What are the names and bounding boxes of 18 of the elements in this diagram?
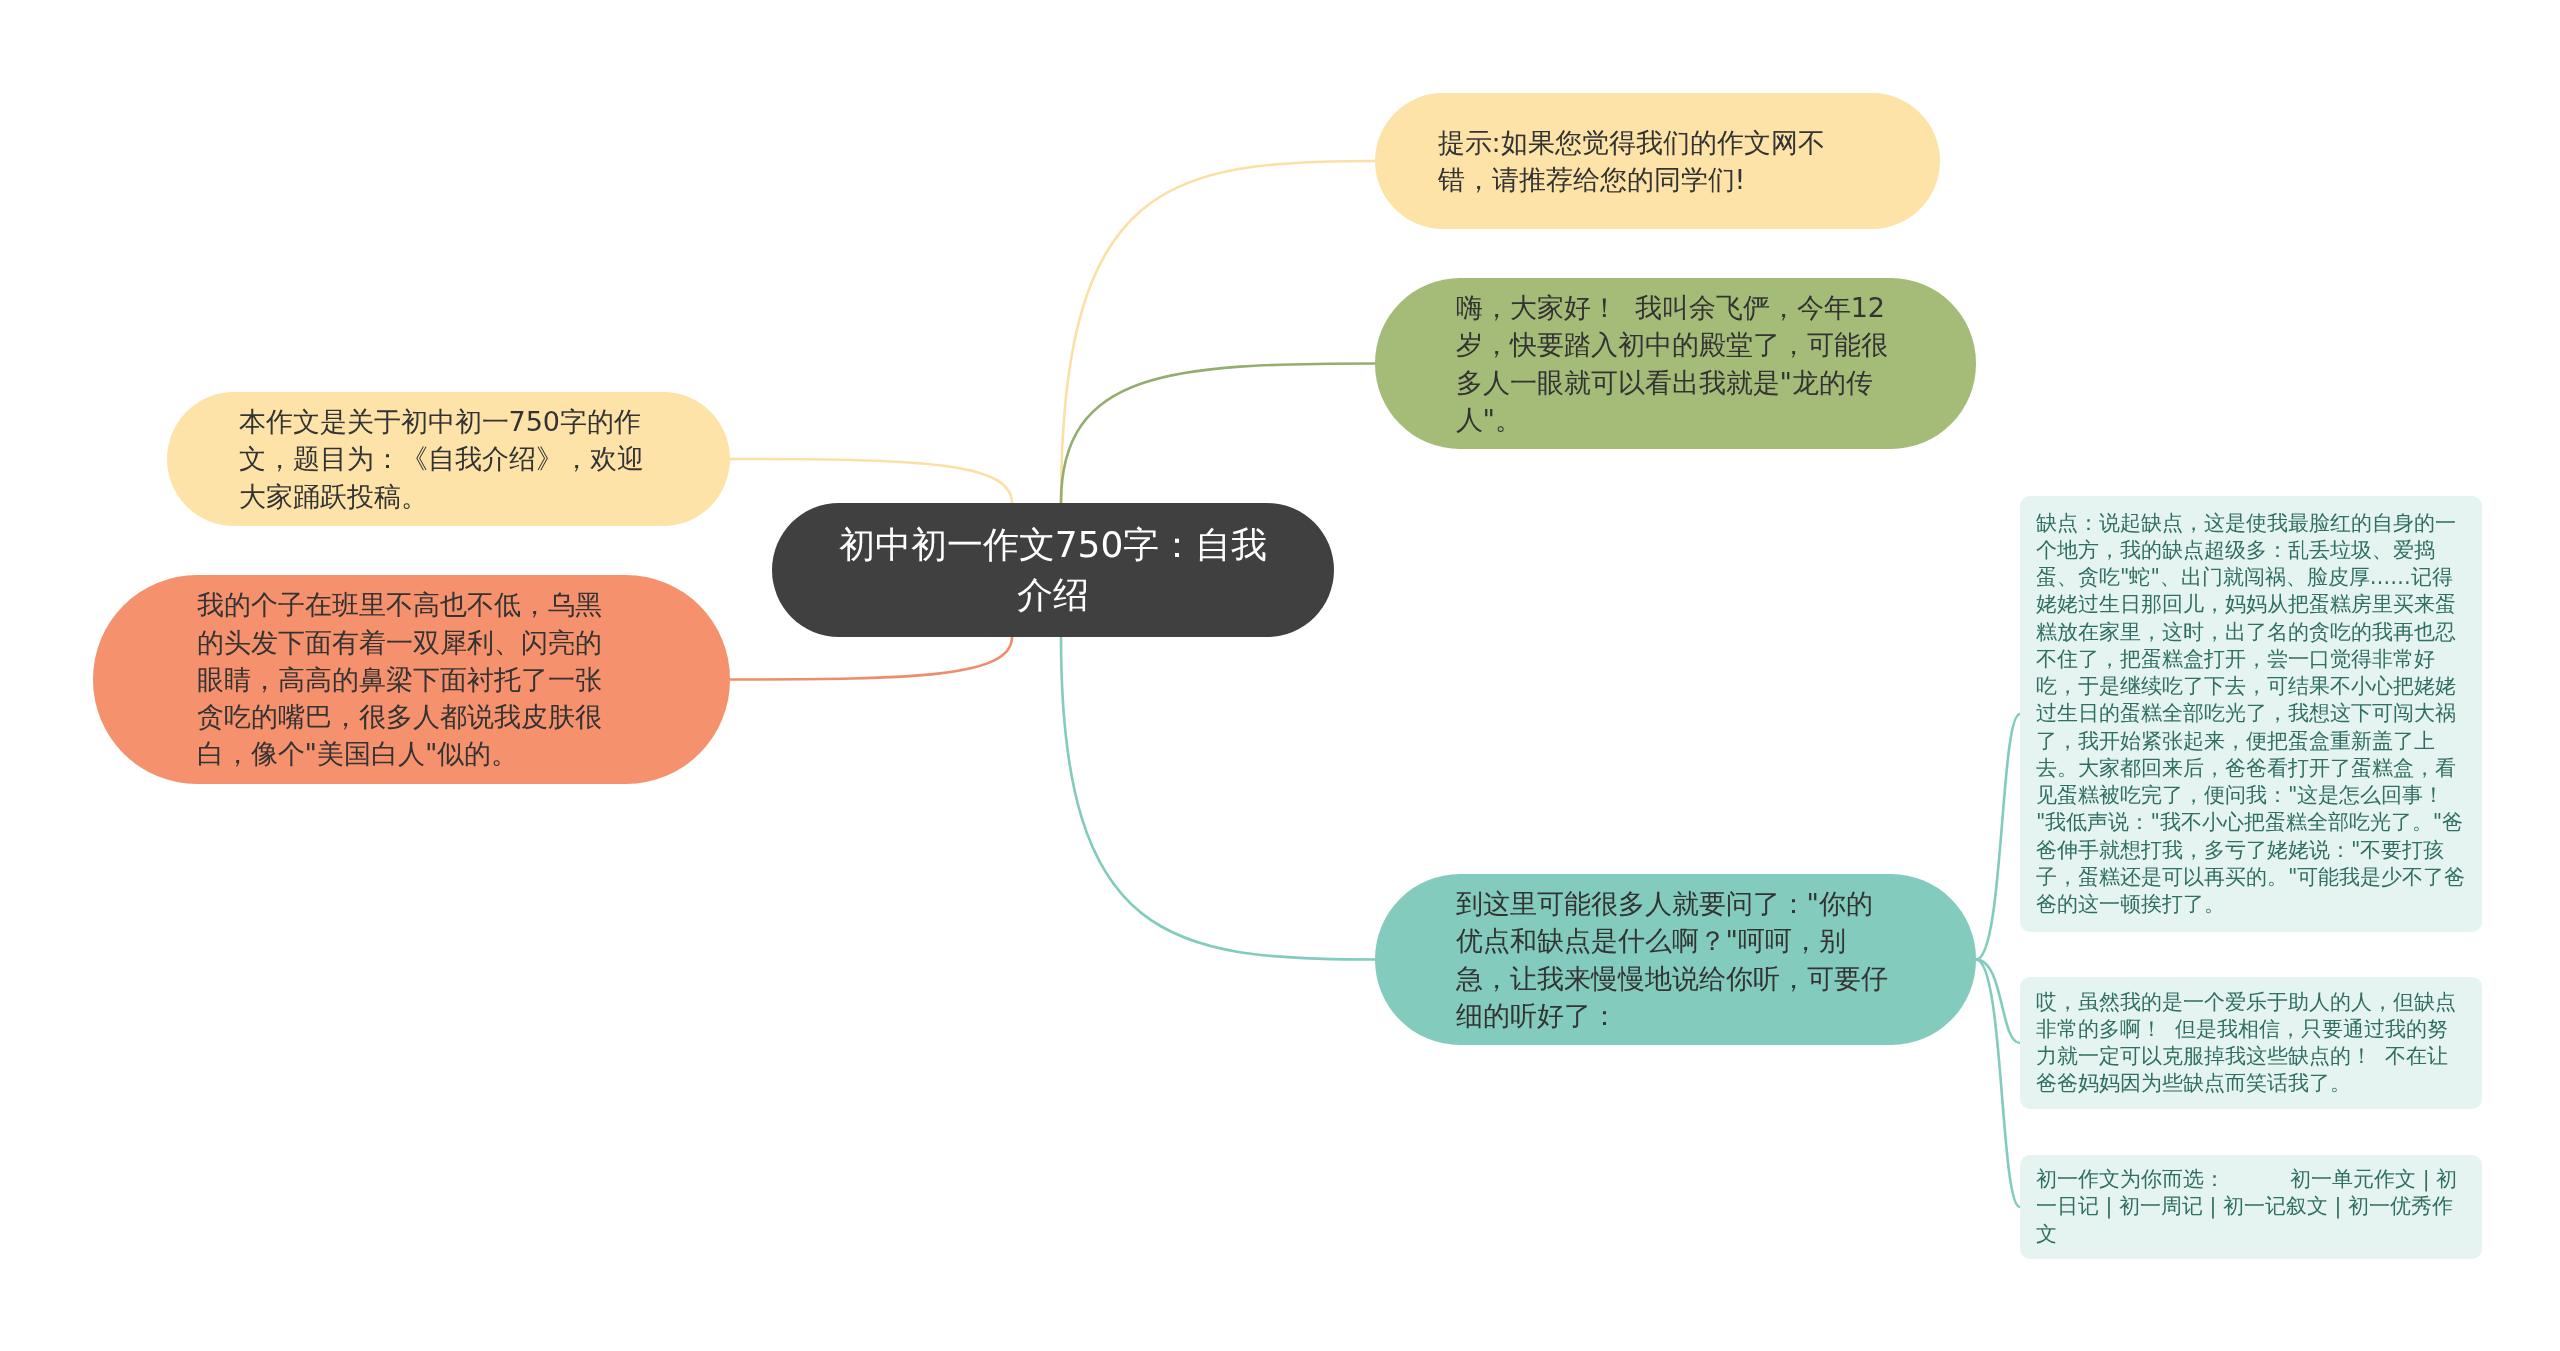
connector-line (1975, 958, 2021, 1208)
connector-line (1059, 362, 1375, 504)
topic-text: 嗨，大家好！ 我叫余飞俨，今年12岁，快要踏入初中的殿堂了，可能很多人一眼就可以看出我就是"龙的传人"。 (1455, 291, 1889, 437)
topic-text: 初一作文为你而选： 初一单元作文 | 初一日记 | 初一周记 | 初一记叙文 | 初一优秀作文 (2036, 1166, 2459, 1248)
connector-line (730, 457, 1014, 504)
title-text: 初中初一作文750字：自我介绍 (837, 523, 1269, 617)
connector-line (1059, 636, 1375, 961)
topic-text: 到这里可能很多人就要问了："你的优点和缺点是什么啊？"呵呵，别急，让我来慢慢地说给你听，可要仔细的听好了： (1455, 887, 1889, 1033)
topic-text: 哎，虽然我的是一个爱乐于助人的人，但缺点非常的多啊！ 但是我相信，只要通过我的努力就一定可以克服掉我这些缺点的！ 不在让爸爸妈妈因为些缺点而笑话我了。 (2036, 988, 2457, 1098)
topic-text: 提示:如果您觉得我们的作文网不错，请推荐给您的同学们! (1437, 125, 1826, 197)
detail-card (2020, 1155, 2482, 1259)
connector-line (1975, 958, 2021, 1045)
topic-text: 缺点：说起缺点，这是使我最脸红的自身的一个地方，我的缺点超级多：乱丢垃圾、爱捣蛋、贪吃"蛇"、出门就闯祸、脸皮厚……记得姥姥过生日那回儿，妈妈从把蛋糕房里买来蛋糕放在家里，这时，出了名的贪吃的我再也忍不住了，把蛋糕盒打开，尝一口觉得非常好吃，于是继续吃了下去，可结果不小心把姥姥过生日的蛋糕全部吃光了，我想这下可闯大祸了，我开始紧张起来，便把蛋盒重新盖了上去。大家都回来后，爸爸看打开了蛋糕盒，看见蛋糕被吃完了，便问我："这是怎么回事！ "我低声说："我不小心把蛋糕全部吃光了。"爸爸伸手就想打我，多亏了姥姥说："不要打孩子，蛋糕还是可以再买的。"可能我是少不了爸爸的这一顿挨打了。 (2036, 509, 2466, 919)
connector-line (730, 636, 1014, 681)
topic-text: 我的个子在班里不高也不低，乌黑的头发下面有着一双犀利、闪亮的眼睛，高高的鼻梁下面衬托了一张贪吃的嘴巴，很多人都说我皮肤很白，像个"美国白人"似的。 (196, 588, 603, 772)
detail-card (2020, 977, 2482, 1109)
connector-line (1975, 713, 2021, 961)
topic-text: 本作文是关于初中初一750字的作文，题目为：《自我介绍》，欢迎大家踊跃投稿。 (238, 405, 645, 514)
